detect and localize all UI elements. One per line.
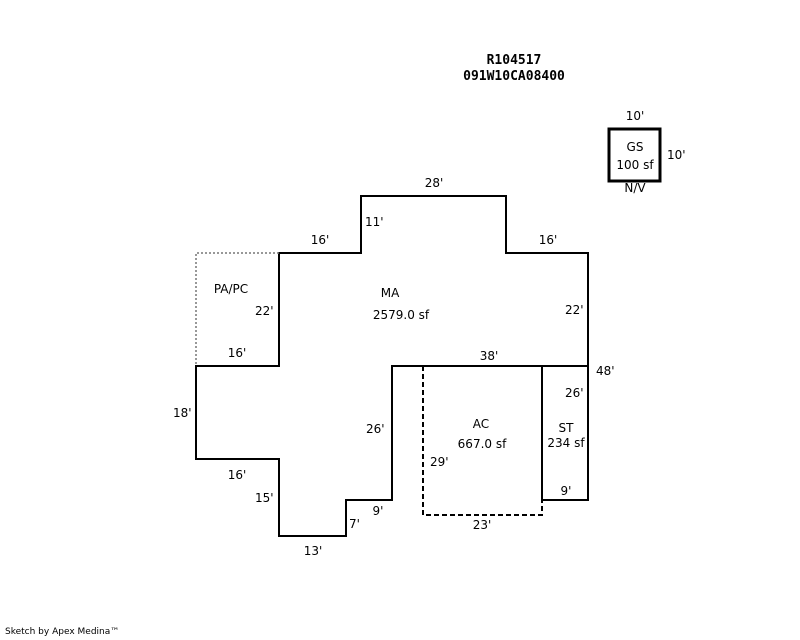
ma-top-left-step-dimension: 11': [365, 215, 384, 229]
st-right-dimension: 26': [565, 386, 584, 400]
ma-upper-right-dimension: 16': [538, 233, 558, 247]
sketch-credit: Sketch by Apex Medina™: [5, 627, 120, 637]
gs-area-code: GS: [626, 140, 644, 154]
ma-bottom-step-dimension: 7': [349, 517, 360, 531]
gs-top-dimension: 10': [625, 109, 645, 123]
gs-right-dimension: 10': [667, 148, 686, 162]
ac-left-dimension: 29': [430, 455, 449, 469]
ma-right-total-dimension: 48': [596, 364, 615, 378]
main-area-outline: [195, 195, 589, 537]
ma-left-dimension: 18': [173, 406, 192, 420]
ac-area-size: 667.0 sf: [457, 437, 507, 451]
st-area-code: ST: [558, 421, 574, 435]
ma-lower-left-dimension: 16': [227, 468, 247, 482]
ma-area-code: MA: [380, 286, 400, 300]
ac-bottom-dimension: 23': [472, 518, 492, 532]
gs-area-size: 100 sf: [616, 158, 654, 172]
ma-right-dimension: 22': [565, 303, 584, 317]
ac-outline: [422, 366, 543, 516]
ma-inner-vertical-dimension: 26': [366, 422, 385, 436]
st-outline: [541, 366, 589, 501]
ma-lower-left-vertical-dimension: 15': [255, 491, 274, 505]
gs-outline: [607, 127, 662, 183]
papc-area-code: PA/PC: [213, 282, 249, 296]
ma-bottom-dimension: 13': [303, 544, 323, 558]
ma-upper-left-dimension: 16': [310, 233, 330, 247]
gs-note: N/V: [624, 181, 646, 195]
ma-area-size: 2579.0 sf: [372, 308, 430, 322]
ma-inner-left-dimension: 22': [255, 304, 274, 318]
ma-mid-top-dimension: 38': [479, 349, 499, 363]
ma-notch-bottom-dimension: 9': [372, 504, 384, 518]
st-bottom-dimension: 9': [560, 484, 572, 498]
ma-top-dimension: 28': [424, 176, 444, 190]
map-number: 091W10CA08400: [463, 69, 565, 84]
ac-area-code: AC: [472, 417, 490, 431]
st-area-size: 234 sf: [547, 436, 585, 450]
parcel-id: R104517: [486, 53, 542, 68]
papc-bottom-dimension: 16': [227, 346, 247, 360]
